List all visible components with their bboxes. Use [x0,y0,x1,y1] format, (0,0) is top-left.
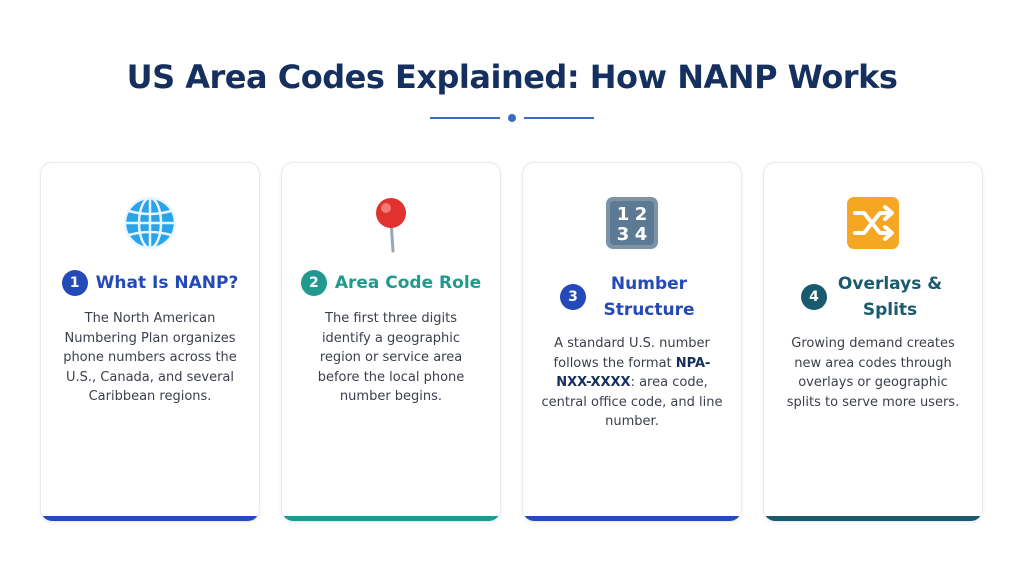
card-heading-row: 1 What Is NANP? [41,270,259,296]
keycap-digit: 1 [617,204,630,225]
step-number-badge: 2 [300,270,327,296]
card-accent-bar [523,516,741,521]
globe-icon [41,195,259,251]
card-description: The North American Numbering Plan organi… [63,311,237,404]
card-heading-row: 4 Overlays & Splits [764,271,982,323]
card-area-code-role: 2 Area Code Role The first three digits … [281,162,501,522]
card-heading-row: 3 Number Structure [523,271,741,323]
card-description: The first three digits identify a geogra… [317,311,465,404]
card-description: Growing demand creates new area codes th… [786,336,960,410]
divider-line-right [524,117,594,119]
shuffle-icon [764,195,982,251]
step-number-badge: 3 [560,284,586,310]
step-number-badge: 1 [61,270,88,296]
card-overlays-splits: 4 Overlays & Splits Growing demand creat… [763,162,983,522]
page-title: US Area Codes Explained: How NANP Works [126,58,898,96]
card-heading: Overlays & Splits [837,274,943,320]
card-accent-bar [41,516,259,521]
card-description: A standard U.S. number follows the forma… [541,334,723,432]
keycap-digit: 4 [635,224,648,245]
description-text: A standard U.S. number follows the forma… [553,336,710,371]
card-what-is-nanp: 1 What Is NANP? The North American Numbe… [40,162,260,522]
title-divider [430,112,594,124]
keycap-digit: 3 [617,224,630,245]
card-accent-bar [764,516,982,521]
pushpin-icon [282,195,500,253]
numbers-keycap-icon: 1 2 3 4 [523,195,741,251]
card-heading-row: 2 Area Code Role [282,270,500,296]
divider-dot [508,114,516,122]
divider-line-left [430,117,500,119]
card-heading: Area Code Role [334,273,482,293]
step-number-badge: 4 [801,284,827,310]
number-format-code: NPA-NXX-XXXX [556,355,711,391]
card-number-structure: 1 2 3 4 3 Number Structure A standard U.… [522,162,742,522]
card-heading: What Is NANP? [95,273,239,293]
description-text: : area code, central office code, and li… [541,375,723,429]
card-heading: Number Structure [603,274,695,320]
card-accent-bar [282,516,500,521]
keycap-digit: 2 [635,204,648,225]
